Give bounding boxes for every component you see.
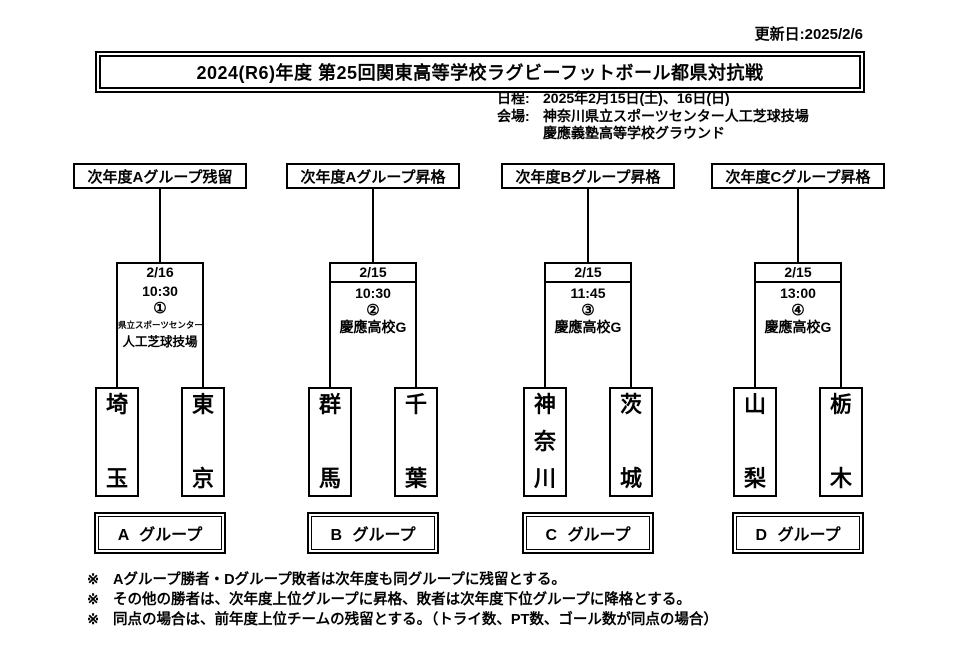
bracket-label: 次年度Cグループ昇格 xyxy=(711,163,885,189)
venue-label-spacer xyxy=(497,125,543,143)
group-label: A グループ xyxy=(98,516,222,550)
updated-date: 更新日:2025/2/6 xyxy=(754,26,863,43)
match-time: 10:30 xyxy=(142,283,178,299)
match-box: 2/15 13:00 ④ 慶應高校G xyxy=(754,262,842,387)
team-name-char: 茨 xyxy=(619,392,642,417)
team-box-left: 埼玉 xyxy=(95,387,139,497)
note-row: ※ その他の勝者は、次年度上位グループに昇格、敗者は次年度下位グループに降格とす… xyxy=(87,590,718,610)
match-date: 2/15 xyxy=(756,264,840,283)
team-name-char: 埼 xyxy=(105,392,128,417)
team-name-char: 玉 xyxy=(105,466,128,491)
team-box-right: 千葉 xyxy=(394,387,438,497)
group-label-box: D グループ xyxy=(732,512,864,554)
team-name-char: 神 xyxy=(533,392,556,417)
match-date: 2/16 xyxy=(146,264,174,280)
match-time: 13:00 xyxy=(780,285,816,301)
title-box: 2024(R6)年度 第25回関東高等学校ラグビーフットボール都県対抗戦 xyxy=(95,51,865,93)
match-time: 11:45 xyxy=(570,285,606,301)
team-box-left: 神奈川 xyxy=(523,387,567,497)
match-venue-small: 県立スポーツセンター xyxy=(118,320,203,330)
schedule-value: 2025年2月15日(土)、16日(日) xyxy=(543,90,730,106)
match-time: 10:30 xyxy=(355,285,391,301)
team-name-char: 奈 xyxy=(533,429,556,454)
team-name-char: 馬 xyxy=(318,466,341,491)
tournament-title: 2024(R6)年度 第25回関東高等学校ラグビーフットボール都県対抗戦 xyxy=(99,55,861,89)
match-date: 2/15 xyxy=(546,264,630,283)
bracket-column-b: 次年度Aグループ昇格 2/15 10:30 ② 慶應高校G 群馬 千葉 B グル… xyxy=(263,163,483,563)
team-box-right: 東京 xyxy=(181,387,225,497)
match-venue: 慶應高校G xyxy=(554,319,622,335)
team-name-char: 梨 xyxy=(743,466,766,491)
team-box-left: 山梨 xyxy=(733,387,777,497)
bracket-label: 次年度Aグループ昇格 xyxy=(286,163,460,189)
match-venue: 人工芝球技場 xyxy=(122,335,198,349)
bracket-column-c: 次年度Bグループ昇格 2/15 11:45 ③ 慶應高校G 神奈川 茨城 C グ… xyxy=(478,163,698,563)
connector-line xyxy=(587,189,589,262)
team-name-char: 山 xyxy=(743,392,766,417)
match-date: 2/15 xyxy=(331,264,415,283)
bracket-label: 次年度Aグループ残留 xyxy=(73,163,247,189)
match-venue: 慶應高校G xyxy=(764,319,832,335)
note-text: 同点の場合は、前年度上位チームの残留とする。（トライ数、PT数、ゴール数が同点の… xyxy=(113,612,718,628)
team-name-char: 栃 xyxy=(829,392,852,417)
venue-label: 会場: xyxy=(497,107,530,124)
group-label-box: C グループ xyxy=(522,512,654,554)
note-marker: ※ xyxy=(87,572,100,588)
venue-value-2: 慶應義塾高等学校グラウンド xyxy=(543,125,725,141)
note-row: ※ 同点の場合は、前年度上位チームの残留とする。（トライ数、PT数、ゴール数が同… xyxy=(87,610,718,630)
match-number: ① xyxy=(153,300,167,317)
note-text: その他の勝者は、次年度上位グループに昇格、敗者は次年度下位グループに降格とする。 xyxy=(113,592,691,608)
schedule-label: 日程: xyxy=(497,90,530,106)
connector-line xyxy=(159,189,161,262)
connector-line xyxy=(372,189,374,262)
team-name-char: 葉 xyxy=(404,466,427,491)
group-label-box: B グループ xyxy=(307,512,439,554)
note-row: ※ Aグループ勝者・Dグループ敗者は次年度も同グループに残留とする。 xyxy=(87,570,718,590)
match-box: 2/15 10:30 ② 慶應高校G xyxy=(329,262,417,387)
note-marker: ※ xyxy=(87,592,100,608)
team-box-right: 茨城 xyxy=(609,387,653,497)
team-box-left: 群馬 xyxy=(308,387,352,497)
group-label: C グループ xyxy=(526,516,650,550)
match-box: 2/15 11:45 ③ 慶應高校G xyxy=(544,262,632,387)
venue-value-1: 神奈川県立スポーツセンター人工芝球技場 xyxy=(543,107,809,124)
team-name-char: 群 xyxy=(318,392,341,417)
group-label-box: A グループ xyxy=(94,512,226,554)
note-text: Aグループ勝者・Dグループ敗者は次年度も同グループに残留とする。 xyxy=(113,572,566,588)
team-name-char: 木 xyxy=(829,466,852,491)
match-number: ③ xyxy=(581,302,595,319)
note-marker: ※ xyxy=(87,612,100,628)
team-name-char: 千 xyxy=(404,392,427,417)
bracket-label: 次年度Bグループ昇格 xyxy=(501,163,675,189)
match-number: ④ xyxy=(791,302,805,319)
team-name-char: 城 xyxy=(619,466,642,491)
event-info: 日程: 2025年2月15日(土)、16日(日) 会場: 神奈川県立スポーツセン… xyxy=(497,90,809,143)
team-name-char: 川 xyxy=(533,466,556,491)
match-box: 2/16 10:30 ① 県立スポーツセンター 人工芝球技場 xyxy=(116,262,204,387)
match-number: ② xyxy=(366,302,380,319)
team-name-char: 東 xyxy=(191,392,214,417)
bracket-column-a: 次年度Aグループ残留 2/16 10:30 ① 県立スポーツセンター 人工芝球技… xyxy=(50,163,270,563)
bracket-column-d: 次年度Cグループ昇格 2/15 13:00 ④ 慶應高校G 山梨 栃木 D グル… xyxy=(688,163,908,563)
venue-row: 会場: 神奈川県立スポーツセンター人工芝球技場 xyxy=(497,108,809,126)
group-label: B グループ xyxy=(311,516,435,550)
group-label: D グループ xyxy=(736,516,860,550)
match-venue: 慶應高校G xyxy=(339,319,407,335)
schedule-row: 日程: 2025年2月15日(土)、16日(日) xyxy=(497,90,809,108)
venue-row-2: 慶應義塾高等学校グラウンド xyxy=(497,125,809,143)
team-box-right: 栃木 xyxy=(819,387,863,497)
connector-line xyxy=(797,189,799,262)
footnotes: ※ Aグループ勝者・Dグループ敗者は次年度も同グループに残留とする。 ※ その他… xyxy=(87,570,718,630)
team-name-char: 京 xyxy=(191,466,214,491)
